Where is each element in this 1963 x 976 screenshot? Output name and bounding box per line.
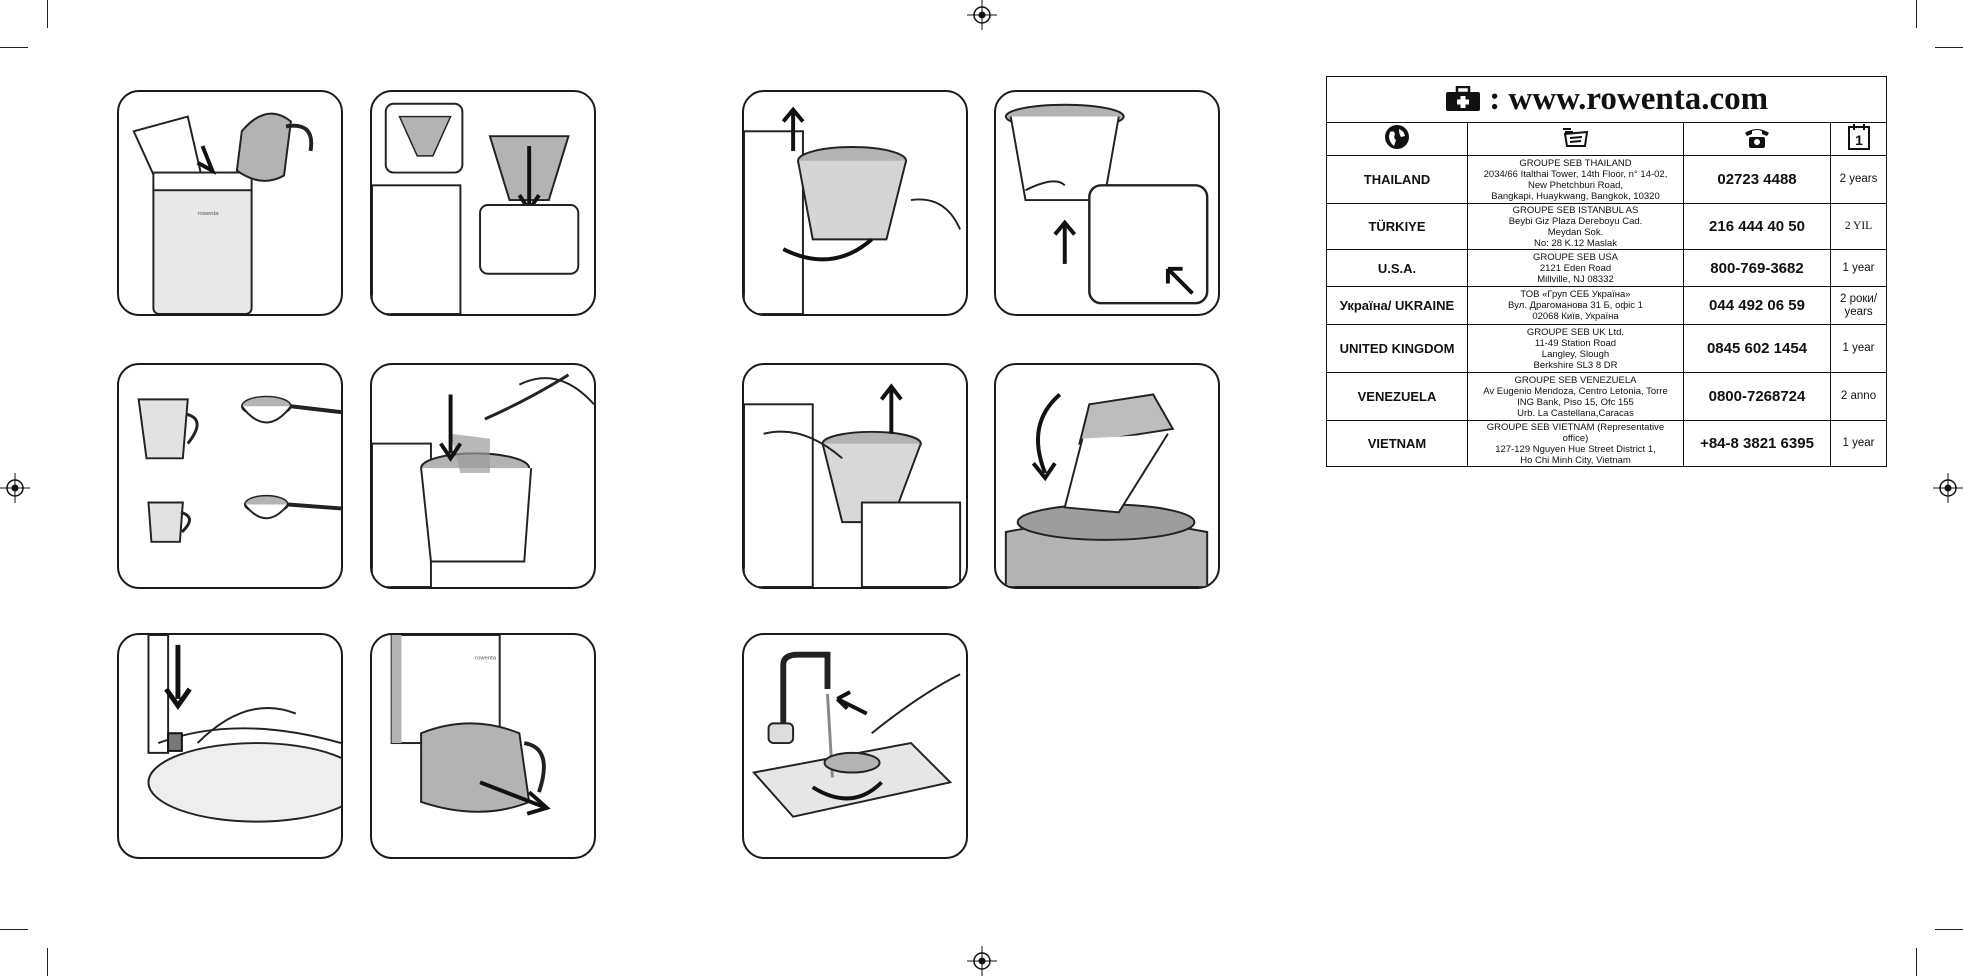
crop-mark (1935, 929, 1963, 930)
address-line: GROUPE SEB ISTANBUL AS (1512, 204, 1639, 216)
header-phone (1683, 122, 1831, 156)
address-line: No: 28 K.12 Maslak (1534, 237, 1617, 249)
warranty-cell: 1 year (1829, 324, 1888, 373)
illustration-add-ground-coffee (370, 363, 596, 589)
address-line: GROUPE SEB THAILAND (1519, 157, 1632, 169)
address-line: 2121 Eden Road (1539, 262, 1612, 274)
crop-mark (0, 929, 28, 930)
phone-cell[interactable]: 044 492 06 59 (1683, 286, 1831, 325)
address-line: ТОВ «Груп СЕБ Україна» (1520, 289, 1631, 300)
crop-mark (1916, 0, 1917, 28)
brand-text: rowenta (475, 656, 497, 662)
phone-cell[interactable]: 0845 602 1454 (1683, 324, 1831, 373)
country-cell: VENEZUELA (1326, 372, 1468, 421)
address-line: Millville, NJ 08332 (1537, 273, 1614, 285)
phone-cell[interactable]: 800-769-3682 (1683, 249, 1831, 287)
address-line: 11-49 Station Road (1534, 337, 1617, 349)
address-line: 02068 Київ, Україна (1532, 311, 1619, 322)
header-address (1467, 122, 1684, 156)
phone-cell[interactable]: 02723 4488 (1683, 155, 1831, 204)
illustration-switch-on (117, 633, 343, 859)
warranty-cell: 1 year (1829, 249, 1888, 287)
service-center-table: : www.rowenta.com (1325, 76, 1888, 467)
country-cell: Україна/ UKRAINE (1326, 286, 1468, 325)
address-line: Beybi Giz Plaza Dereboyu Cad. (1508, 215, 1643, 227)
country-cell: TÜRKIYE (1326, 203, 1468, 250)
address-line: GROUPE SEB VIETNAM (Representative (1486, 421, 1665, 433)
crop-mark (47, 0, 48, 28)
warranty-cell: 2 роки/ years (1829, 286, 1888, 325)
address-line: Meydan Sok. (1547, 226, 1604, 238)
brand-text: rowenta (198, 211, 220, 217)
country-cell: VIETNAM (1326, 420, 1468, 467)
address-line: Berkshire SL3 8 DR (1533, 359, 1618, 371)
illustration-rinse-filter-under-tap (742, 633, 968, 859)
address-line: Langley, Slough (1541, 348, 1610, 360)
phone-cell[interactable]: +84-8 3821 6395 (1683, 420, 1831, 467)
header-country (1326, 122, 1468, 156)
address-line: GROUPE SEB UK Ltd. (1526, 326, 1625, 338)
illustration-release-filter-holder (994, 90, 1220, 316)
crop-mark (0, 47, 28, 48)
address-line: New Phetchburi Road, (1527, 179, 1624, 191)
address-line: GROUPE SEB USA (1533, 251, 1618, 263)
illustration-fill-water-tank: rowenta (117, 90, 343, 316)
warranty-cell: 2 YIL (1829, 203, 1888, 250)
address-line: ING Bank, Piso 15, Ofc 155 (1517, 396, 1634, 408)
illustration-remove-filter-holder (742, 90, 968, 316)
address-line: Вул. Драгоманова 31 Б, офіс 1 (1508, 300, 1643, 311)
crop-mark (1935, 47, 1963, 48)
phone-cell[interactable]: 0800-7268724 (1683, 372, 1831, 421)
first-aid-kit-icon (1445, 85, 1480, 111)
address-line: office) (1562, 432, 1589, 444)
address-line: Av Eugenio Mendoza, Centro Letonia, Torr… (1483, 385, 1668, 397)
warranty-cell: 2 anno (1829, 372, 1888, 421)
website-header: : www.rowenta.com (1325, 76, 1888, 123)
calendar-number: 1 (1855, 132, 1863, 148)
crop-mark (1916, 948, 1917, 976)
telephone-icon (1745, 128, 1769, 148)
header-warranty: 1 (1829, 122, 1888, 156)
address-line: GROUPE SEB VENEZUELA (1514, 374, 1637, 386)
country-cell: UNITED KINGDOM (1326, 324, 1468, 373)
globe-icon (1385, 124, 1409, 149)
illustration-remove-carafe: rowenta (370, 633, 596, 859)
address-line: Ho Chi Minh City, Vietnam (1520, 454, 1631, 466)
illustration-insert-paper-filter (370, 90, 596, 316)
website-url[interactable]: : www.rowenta.com (1489, 81, 1769, 117)
illustration-cup-sizes-measuring-spoons (117, 363, 343, 589)
address-line: 2034/66 Italthai Tower, 14th Floor, n° 1… (1483, 168, 1668, 180)
address-line: 127-129 Nguyen Hue Street District 1, (1495, 443, 1656, 455)
address-cell: ТОВ «Груп СЕБ Україна»Вул. Драгоманова 3… (1467, 286, 1684, 325)
registration-mark (1933, 473, 1963, 503)
crop-mark (47, 948, 48, 976)
registration-mark (967, 946, 997, 976)
illustration-lift-filter-holder (742, 363, 968, 589)
service-center-icon (1562, 127, 1588, 147)
country-cell: THAILAND (1326, 155, 1468, 204)
illustration-empty-filter-into-bin (994, 363, 1220, 589)
registration-mark (967, 0, 997, 30)
phone-cell[interactable]: 216 444 40 50 (1683, 203, 1831, 250)
registration-mark (0, 473, 30, 503)
address-line: Bangkapi, Huaykwang, Bangkok, 10320 (1491, 190, 1660, 202)
address-line: Urb. La Castellana,Caracas (1517, 407, 1634, 419)
calendar-icon: 1 (1847, 123, 1870, 150)
warranty-cell: 1 year (1829, 420, 1888, 467)
warranty-cell: 2 years (1829, 155, 1888, 204)
country-cell: U.S.A. (1326, 249, 1468, 287)
